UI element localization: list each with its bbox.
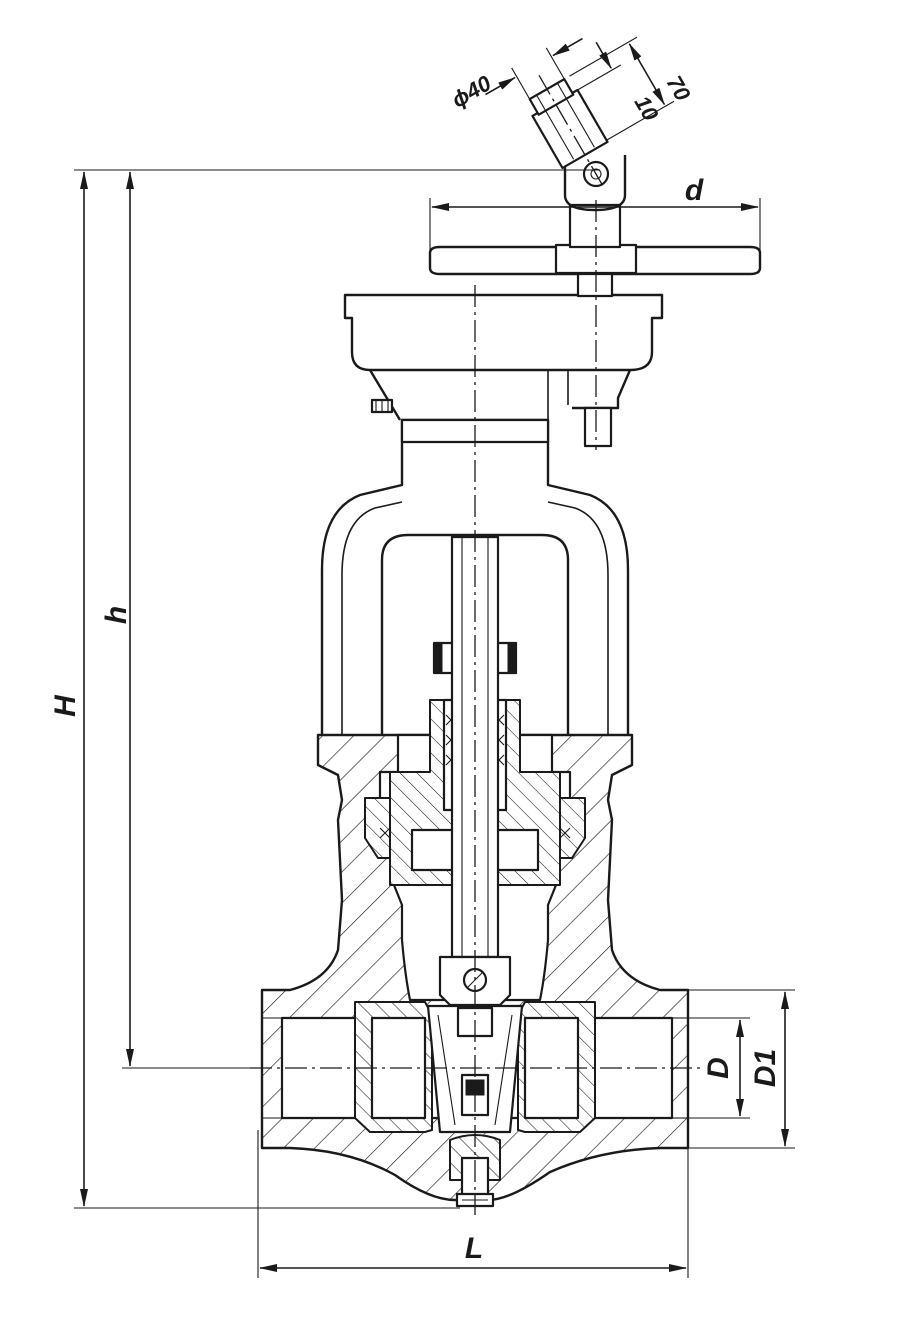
center-lines bbox=[250, 200, 700, 1215]
dim-label-D1: D1 bbox=[749, 1049, 782, 1087]
gearbox bbox=[343, 293, 664, 448]
dim-label-h: h bbox=[100, 606, 133, 624]
dim-label-phi40: ϕ40 bbox=[447, 70, 496, 113]
dim-label-L: L bbox=[465, 1232, 483, 1265]
dim-label-d: d bbox=[685, 174, 704, 207]
dim-label-70: 70 bbox=[662, 71, 696, 105]
dimensions bbox=[74, 36, 795, 1278]
dim-label-10: 10 bbox=[630, 91, 664, 125]
dim-label-H: H bbox=[49, 694, 82, 717]
dim-label-D: D bbox=[702, 1057, 735, 1079]
